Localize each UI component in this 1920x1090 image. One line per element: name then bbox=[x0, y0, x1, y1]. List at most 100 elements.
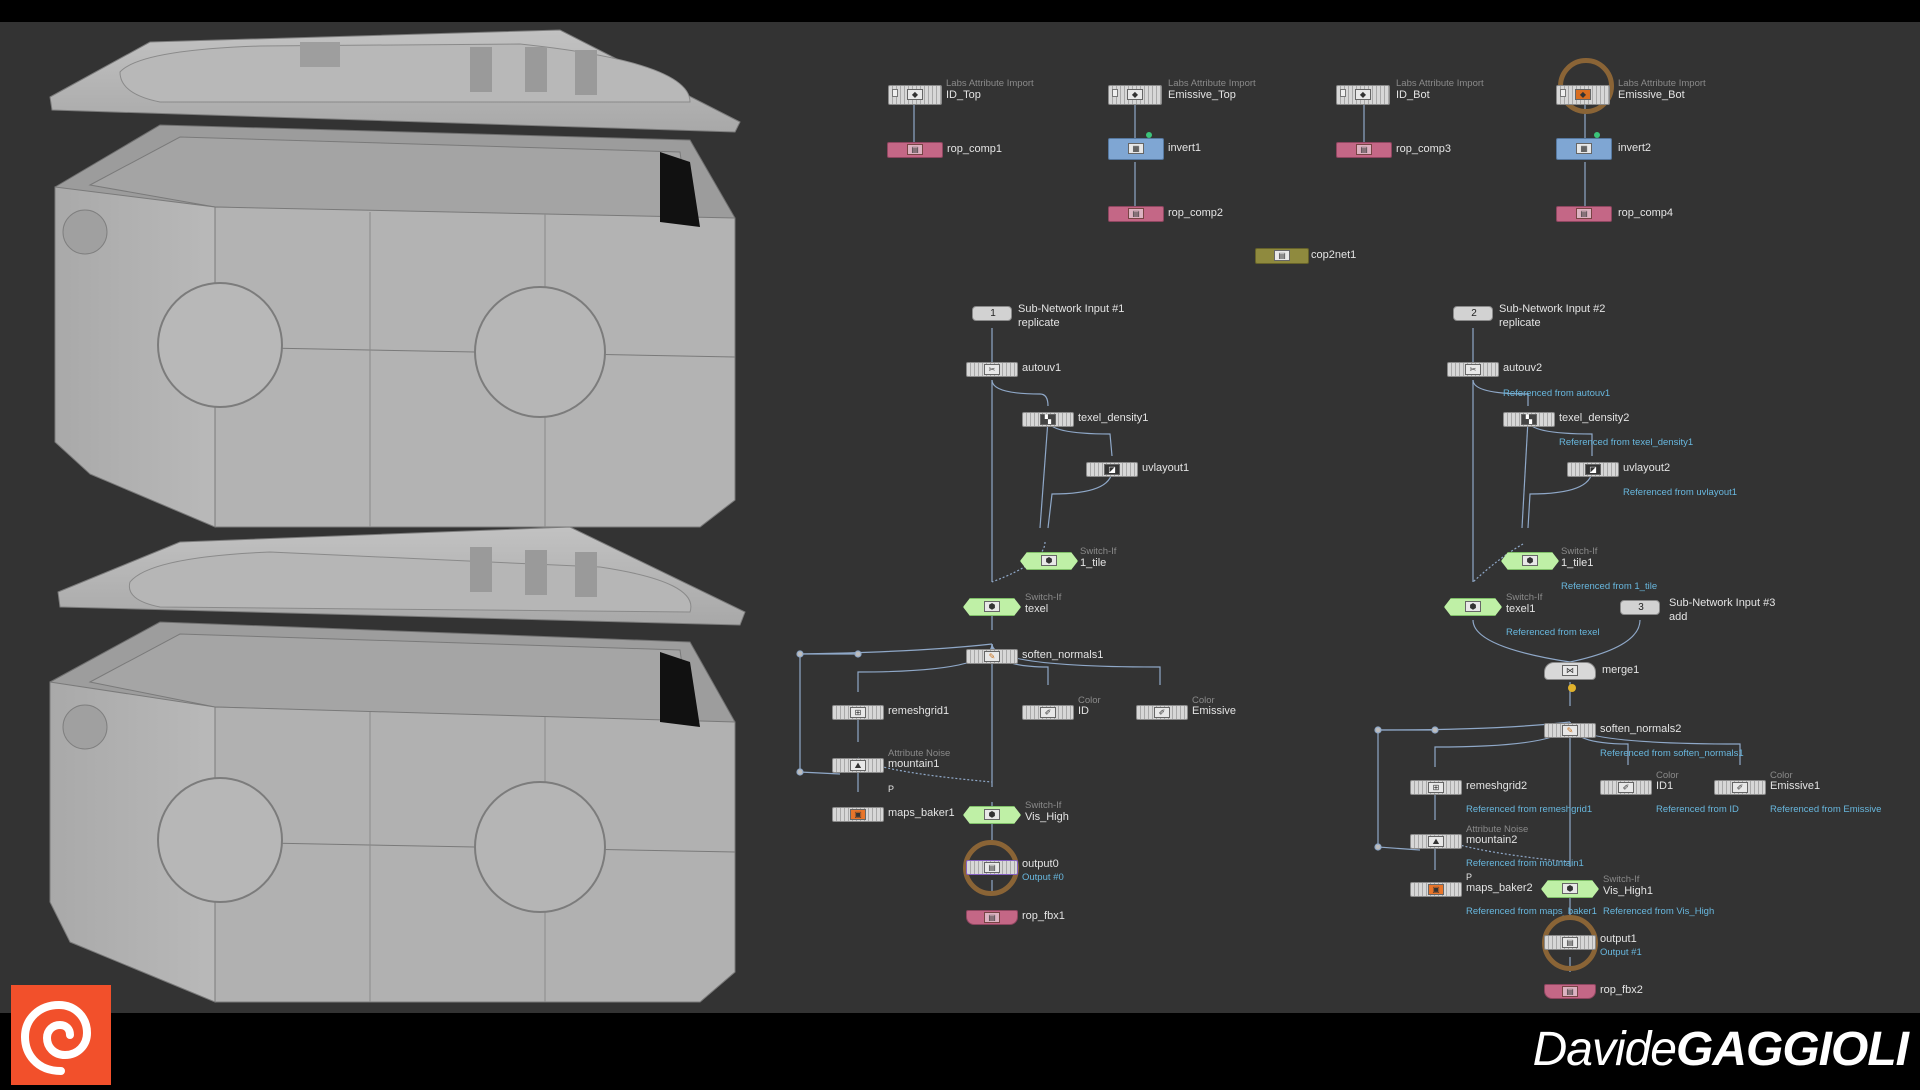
bottom-bar bbox=[0, 1013, 1920, 1085]
node-label: ID bbox=[1078, 705, 1089, 717]
param-label: P bbox=[888, 784, 895, 794]
node-label: rop_fbx1 bbox=[1022, 910, 1065, 922]
node-icon: ▤ bbox=[907, 144, 923, 155]
reference-label: Referenced from soften_normals1 bbox=[1600, 748, 1744, 759]
node-icon: ⊞ bbox=[850, 706, 866, 718]
node-body: ⬢ bbox=[963, 806, 1021, 824]
node-icon: ◆ bbox=[1575, 89, 1591, 100]
reference-label: Referenced from maps_baker1 bbox=[1466, 906, 1597, 917]
input-number: 2 bbox=[1471, 308, 1477, 319]
reference-label: Referenced from uvlayout1 bbox=[1623, 487, 1738, 498]
node-label: Emissive_Bot bbox=[1618, 89, 1685, 101]
node-type: Switch-If bbox=[1561, 546, 1598, 557]
node-label: Vis_High1 bbox=[1603, 885, 1653, 897]
network-editor[interactable]: ◆ Labs Attribute Import ID_Top ◆ Labs At… bbox=[0, 22, 1920, 1013]
node-body: ▦ bbox=[1108, 138, 1164, 160]
node-label: uvlayout2 bbox=[1623, 462, 1671, 474]
node-icon: ⬢ bbox=[984, 601, 1000, 612]
node-body: ✂ bbox=[966, 362, 1018, 377]
node-icon: ⬢ bbox=[1562, 883, 1578, 894]
node-icon: ⬢ bbox=[1522, 555, 1538, 566]
node-type: Switch-If bbox=[1506, 592, 1543, 603]
node-wires bbox=[796, 100, 1741, 972]
scene-viewport[interactable] bbox=[0, 22, 790, 1013]
node-body: ▤ bbox=[887, 142, 943, 158]
author-first-name: Davide bbox=[1532, 1023, 1677, 1076]
node-label: Sub-Network Input #2 bbox=[1499, 303, 1606, 315]
author-last-name: GAGGIOLI bbox=[1676, 1023, 1909, 1076]
node-label: autouv1 bbox=[1022, 362, 1062, 374]
node-type: Attribute Noise bbox=[888, 748, 951, 759]
reference-label: Referenced from autouv1 bbox=[1503, 388, 1611, 399]
node-icon: ▣ bbox=[850, 808, 866, 820]
node-body: ⋈ bbox=[1544, 662, 1596, 680]
node-type: Switch-If bbox=[1080, 546, 1117, 557]
node-label: rop_comp3 bbox=[1396, 143, 1452, 155]
node-sublabel: add bbox=[1669, 611, 1688, 623]
node-body: ▣ bbox=[832, 807, 884, 822]
node-body: ▚ bbox=[1503, 412, 1555, 427]
reference-label: Referenced from Vis_High bbox=[1603, 906, 1715, 917]
node-body: ◪ bbox=[1567, 462, 1619, 477]
node-body: ⊞ bbox=[832, 705, 884, 720]
warning-icon bbox=[1568, 684, 1576, 692]
node-body: ▤ bbox=[1336, 142, 1392, 158]
node-label: ID_Bot bbox=[1396, 89, 1430, 101]
node-icon: ▚ bbox=[1040, 413, 1056, 425]
node-icon: ▦ bbox=[1128, 143, 1144, 154]
node-body: ▤ bbox=[1556, 206, 1612, 222]
node-body: ⛰ bbox=[832, 758, 884, 773]
editor-canvas: ◆ Labs Attribute Import ID_Top ◆ Labs At… bbox=[0, 22, 1920, 1013]
status-badge bbox=[1594, 132, 1600, 138]
reference-label: Referenced from Emissive bbox=[1770, 804, 1882, 815]
node-label: rop_comp2 bbox=[1168, 207, 1224, 219]
author-signature: DavideGAGGIOLI bbox=[1532, 1022, 1909, 1077]
node-icon: ▤ bbox=[1274, 250, 1290, 261]
node-body: ✐ bbox=[1714, 780, 1766, 795]
reference-label: Referenced from texel_density1 bbox=[1559, 437, 1694, 448]
node-icon: ▤ bbox=[1562, 985, 1578, 997]
node-label: soften_normals2 bbox=[1600, 723, 1682, 735]
node-label: rop_comp4 bbox=[1618, 207, 1674, 219]
node-label: autouv2 bbox=[1503, 362, 1543, 374]
node-label: output0 bbox=[1022, 858, 1059, 870]
node-label: texel_density1 bbox=[1078, 412, 1149, 424]
node-body: ▣ bbox=[1410, 882, 1462, 897]
node-type: Switch-If bbox=[1603, 874, 1640, 885]
node-icon: ⛰ bbox=[1428, 835, 1444, 847]
input-number: 1 bbox=[990, 308, 996, 319]
node-icon: ✂ bbox=[1465, 363, 1481, 375]
node-body: ▤ bbox=[1255, 248, 1309, 264]
node-icon: ◆ bbox=[1355, 89, 1371, 100]
node-label: mountain1 bbox=[888, 758, 940, 770]
node-icon: ⛰ bbox=[850, 759, 866, 771]
reference-label: Referenced from remeshgrid1 bbox=[1466, 804, 1593, 815]
node-body: ✐ bbox=[1136, 705, 1188, 720]
node-body: ⬢ bbox=[1444, 598, 1502, 616]
node-icon: ✐ bbox=[1732, 781, 1748, 793]
node-type: Labs Attribute Import bbox=[1168, 78, 1256, 89]
input-number: 3 bbox=[1638, 602, 1644, 613]
node-body: ✎ bbox=[966, 649, 1018, 664]
node-icon: ◆ bbox=[1127, 89, 1143, 100]
node-type: Color bbox=[1656, 770, 1679, 781]
reference-label: Referenced from ID bbox=[1656, 804, 1739, 815]
node-icon: ▣ bbox=[1428, 883, 1444, 895]
node-body: ✐ bbox=[1022, 705, 1074, 720]
node-label: uvlayout1 bbox=[1142, 462, 1190, 474]
node-type: Switch-If bbox=[1025, 592, 1062, 603]
node-label: 1_tile bbox=[1080, 557, 1107, 569]
node-label: ID1 bbox=[1656, 780, 1674, 792]
node-body: ▤ bbox=[966, 910, 1018, 925]
node-sublabel: Output #1 bbox=[1600, 947, 1642, 958]
node-icon: ◪ bbox=[1585, 463, 1601, 475]
node-body: ⬢ bbox=[963, 598, 1021, 616]
node-body: ✎ bbox=[1544, 723, 1596, 738]
node-sublabel: Output #0 bbox=[1022, 872, 1064, 883]
node-body: ◆ bbox=[1336, 85, 1390, 105]
node-label: 1_tile1 bbox=[1561, 557, 1594, 569]
node-icon: ⬢ bbox=[1465, 601, 1481, 612]
crate-lower-body bbox=[49, 621, 736, 1003]
node-type: Labs Attribute Import bbox=[1396, 78, 1484, 89]
node-body: ▦ bbox=[1556, 138, 1612, 160]
